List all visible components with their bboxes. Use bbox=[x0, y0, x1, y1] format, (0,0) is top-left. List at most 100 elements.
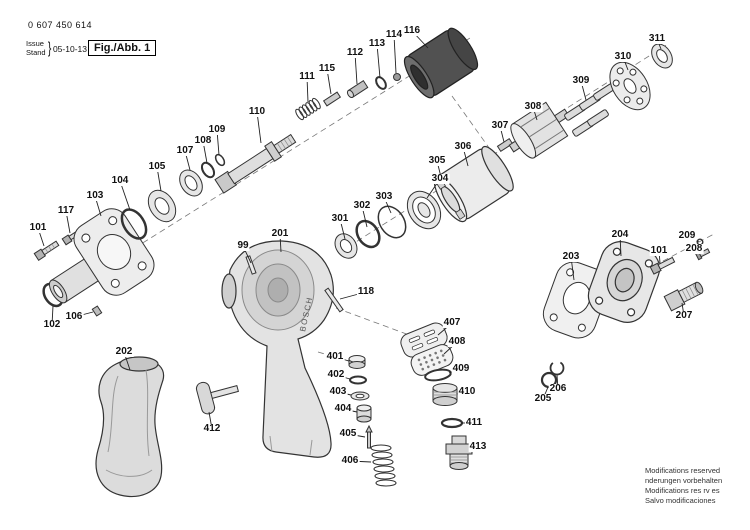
leader-line-403 bbox=[337, 391, 352, 396]
leader-line-101 bbox=[37, 227, 45, 247]
footer-notice: Modifications reserved nderungen vorbeha… bbox=[645, 466, 722, 507]
part-118-plate bbox=[324, 287, 344, 313]
leader-line-408 bbox=[443, 341, 458, 355]
part-309-vanes bbox=[564, 83, 615, 137]
leader-line-117 bbox=[65, 210, 71, 234]
leader-line-106 bbox=[73, 311, 94, 318]
footer-line: Salvo modificaciones bbox=[645, 496, 716, 506]
leader-line-103 bbox=[94, 195, 102, 217]
leader-line-208 bbox=[693, 248, 704, 253]
part-107-ring bbox=[179, 169, 203, 197]
leader-line-108 bbox=[202, 140, 208, 164]
part-206-snap-ring bbox=[549, 360, 565, 376]
leader-line-115 bbox=[326, 68, 332, 95]
part-412-trigger bbox=[195, 381, 240, 415]
issue-date: 05-10-13 bbox=[52, 44, 87, 54]
part-101-screw-right bbox=[649, 256, 676, 275]
leader-line-304 bbox=[426, 178, 441, 199]
leader-line-112 bbox=[354, 52, 358, 85]
leader-line-114 bbox=[393, 34, 397, 74]
part-304-bearing bbox=[406, 190, 442, 230]
part-116-socket bbox=[403, 27, 479, 99]
part-109-ring bbox=[214, 153, 226, 167]
part-310-end-plate bbox=[609, 61, 651, 111]
part-301-bearing bbox=[334, 233, 358, 259]
leader-line-111 bbox=[306, 76, 309, 103]
part-401-cap bbox=[348, 355, 366, 369]
part-413-fitting bbox=[445, 435, 473, 470]
leader-line-402 bbox=[335, 374, 351, 380]
leader-line-305 bbox=[436, 160, 443, 182]
part-103-flange bbox=[48, 208, 155, 304]
leader-line-302 bbox=[361, 205, 368, 228]
leader-line-207 bbox=[681, 302, 685, 317]
part-404-valve bbox=[356, 404, 372, 423]
part-207-inlet-bushing bbox=[663, 281, 704, 312]
leader-line-202 bbox=[123, 351, 131, 371]
leader-line-406 bbox=[349, 460, 372, 463]
leader-line-205 bbox=[542, 386, 549, 400]
leader-line-203 bbox=[570, 256, 575, 281]
part-112-pin bbox=[346, 80, 369, 99]
brace-glyph: } bbox=[47, 40, 52, 57]
issue-label: Issue bbox=[26, 39, 44, 49]
leader-line-309 bbox=[580, 80, 587, 101]
leader-line-311 bbox=[656, 38, 662, 50]
leader-line-101 bbox=[658, 250, 661, 264]
part-408-muffler-plate bbox=[410, 344, 454, 376]
part-403-washer bbox=[350, 391, 370, 401]
part-405-valve-stem bbox=[365, 424, 373, 449]
part-308-rotor bbox=[508, 101, 570, 159]
document-number: 0 607 450 614 bbox=[28, 20, 93, 30]
leader-line-204 bbox=[619, 234, 622, 257]
leader-line-109 bbox=[216, 129, 220, 156]
part-113-washer bbox=[375, 76, 387, 90]
leader-line-99 bbox=[242, 245, 252, 264]
leader-line-113 bbox=[376, 43, 381, 79]
part-302-o-ring bbox=[355, 219, 381, 249]
stand-label: Stand bbox=[26, 48, 46, 57]
leader-line-102 bbox=[51, 305, 54, 326]
leader-line-303 bbox=[383, 196, 392, 214]
part-101-screw-left bbox=[33, 240, 60, 261]
part-111-spring bbox=[295, 97, 321, 121]
leader-line-401 bbox=[334, 356, 350, 362]
part-115-pin bbox=[322, 91, 342, 107]
part-110-anvil bbox=[214, 133, 297, 194]
footer-line: Modifications reserved bbox=[645, 466, 721, 475]
leader-line-307 bbox=[499, 125, 505, 143]
part-406-spring bbox=[370, 444, 397, 487]
part-105-bearing bbox=[147, 189, 177, 223]
leader-line-410 bbox=[456, 391, 468, 395]
leader-line-409 bbox=[448, 368, 462, 374]
part-311-bearing bbox=[651, 43, 673, 69]
leader-line-104 bbox=[119, 180, 131, 211]
leader-line-105 bbox=[156, 166, 162, 192]
leader-line-412 bbox=[208, 411, 213, 430]
leader-line-404 bbox=[342, 408, 358, 413]
leader-line-206 bbox=[556, 374, 559, 390]
leader-line-201 bbox=[279, 233, 282, 253]
part-407-deflector bbox=[400, 322, 448, 358]
leader-line-306 bbox=[462, 146, 469, 167]
leader-line-110 bbox=[256, 111, 262, 144]
part-303-o-ring bbox=[377, 205, 407, 239]
footer-line: Modifications res rv es bbox=[645, 486, 720, 496]
leader-line-308 bbox=[532, 106, 538, 121]
part-106-pin bbox=[91, 305, 103, 317]
leader-line-407 bbox=[437, 322, 453, 336]
leader-line-118 bbox=[339, 291, 367, 300]
leader-line-116 bbox=[411, 30, 429, 49]
leader-line-301 bbox=[339, 218, 346, 240]
part-104-o-ring bbox=[120, 208, 148, 240]
leader-line-209 bbox=[686, 235, 700, 243]
figure-label: Fig./Abb. 1 bbox=[88, 40, 157, 56]
leader-line-405 bbox=[347, 433, 366, 438]
part-108-ring bbox=[200, 161, 216, 179]
part-114-ball bbox=[393, 73, 401, 81]
part-410-fitting bbox=[432, 383, 458, 406]
part-402-o-ring bbox=[349, 375, 367, 385]
